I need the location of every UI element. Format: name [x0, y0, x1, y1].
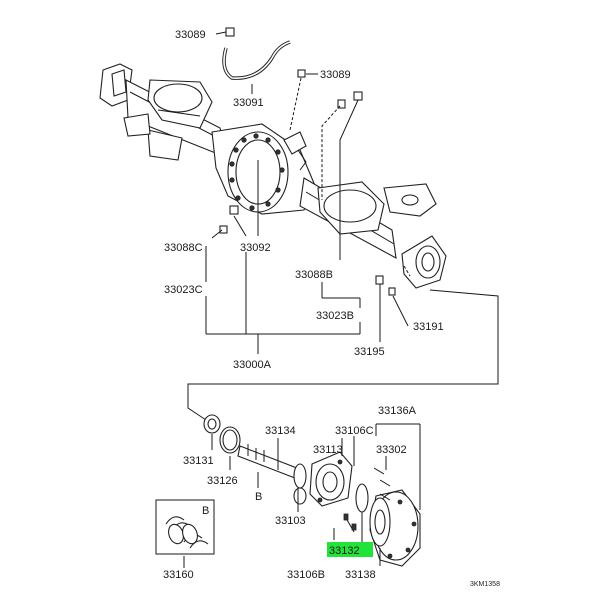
highlight-33132 — [327, 542, 373, 557]
axle-housing — [99, 63, 447, 289]
label-33132[interactable]: 33132 — [329, 545, 360, 557]
label-33089-right[interactable]: 33089 — [320, 69, 351, 81]
label-33113[interactable]: 33113 — [313, 444, 343, 456]
label-33088b[interactable]: 33088B — [295, 269, 333, 281]
label-33134[interactable]: 33134 — [265, 425, 296, 437]
label-33092[interactable]: 33092 — [240, 242, 271, 254]
label-33106b[interactable]: 33106B — [287, 569, 325, 581]
hub-assembly — [203, 414, 421, 567]
label-33126[interactable]: 33126 — [207, 475, 238, 487]
leader-lines — [187, 31, 499, 421]
vent-plug — [219, 27, 396, 296]
label-33000a[interactable]: 33000A — [233, 359, 272, 371]
label-33195[interactable]: 33195 — [354, 346, 385, 358]
label-b-box: B — [202, 505, 209, 517]
part-labels: 33089 33089 33091 33088C 33092 33088B 33… — [163, 29, 500, 588]
spring-kit-box — [155, 499, 215, 568]
label-33091[interactable]: 33091 — [233, 97, 264, 109]
label-33088c[interactable]: 33088C — [164, 242, 203, 254]
label-33136a[interactable]: 33136A — [378, 405, 417, 417]
label-33131[interactable]: 33131 — [183, 455, 214, 467]
label-33023c[interactable]: 33023C — [164, 284, 203, 296]
label-33089-top[interactable]: 33089 — [175, 29, 206, 41]
label-33106c[interactable]: 33106C — [335, 425, 374, 437]
label-33160[interactable]: 33160 — [163, 569, 194, 581]
label-33302[interactable]: 33302 — [376, 444, 407, 456]
label-33103[interactable]: 33103 — [275, 515, 306, 527]
label-33023b[interactable]: 33023B — [316, 310, 354, 322]
label-33138[interactable]: 33138 — [345, 569, 376, 581]
label-b-marker: B — [255, 491, 262, 503]
drawing-code: 3KM1358 — [470, 581, 500, 588]
label-33191[interactable]: 33191 — [413, 321, 444, 333]
